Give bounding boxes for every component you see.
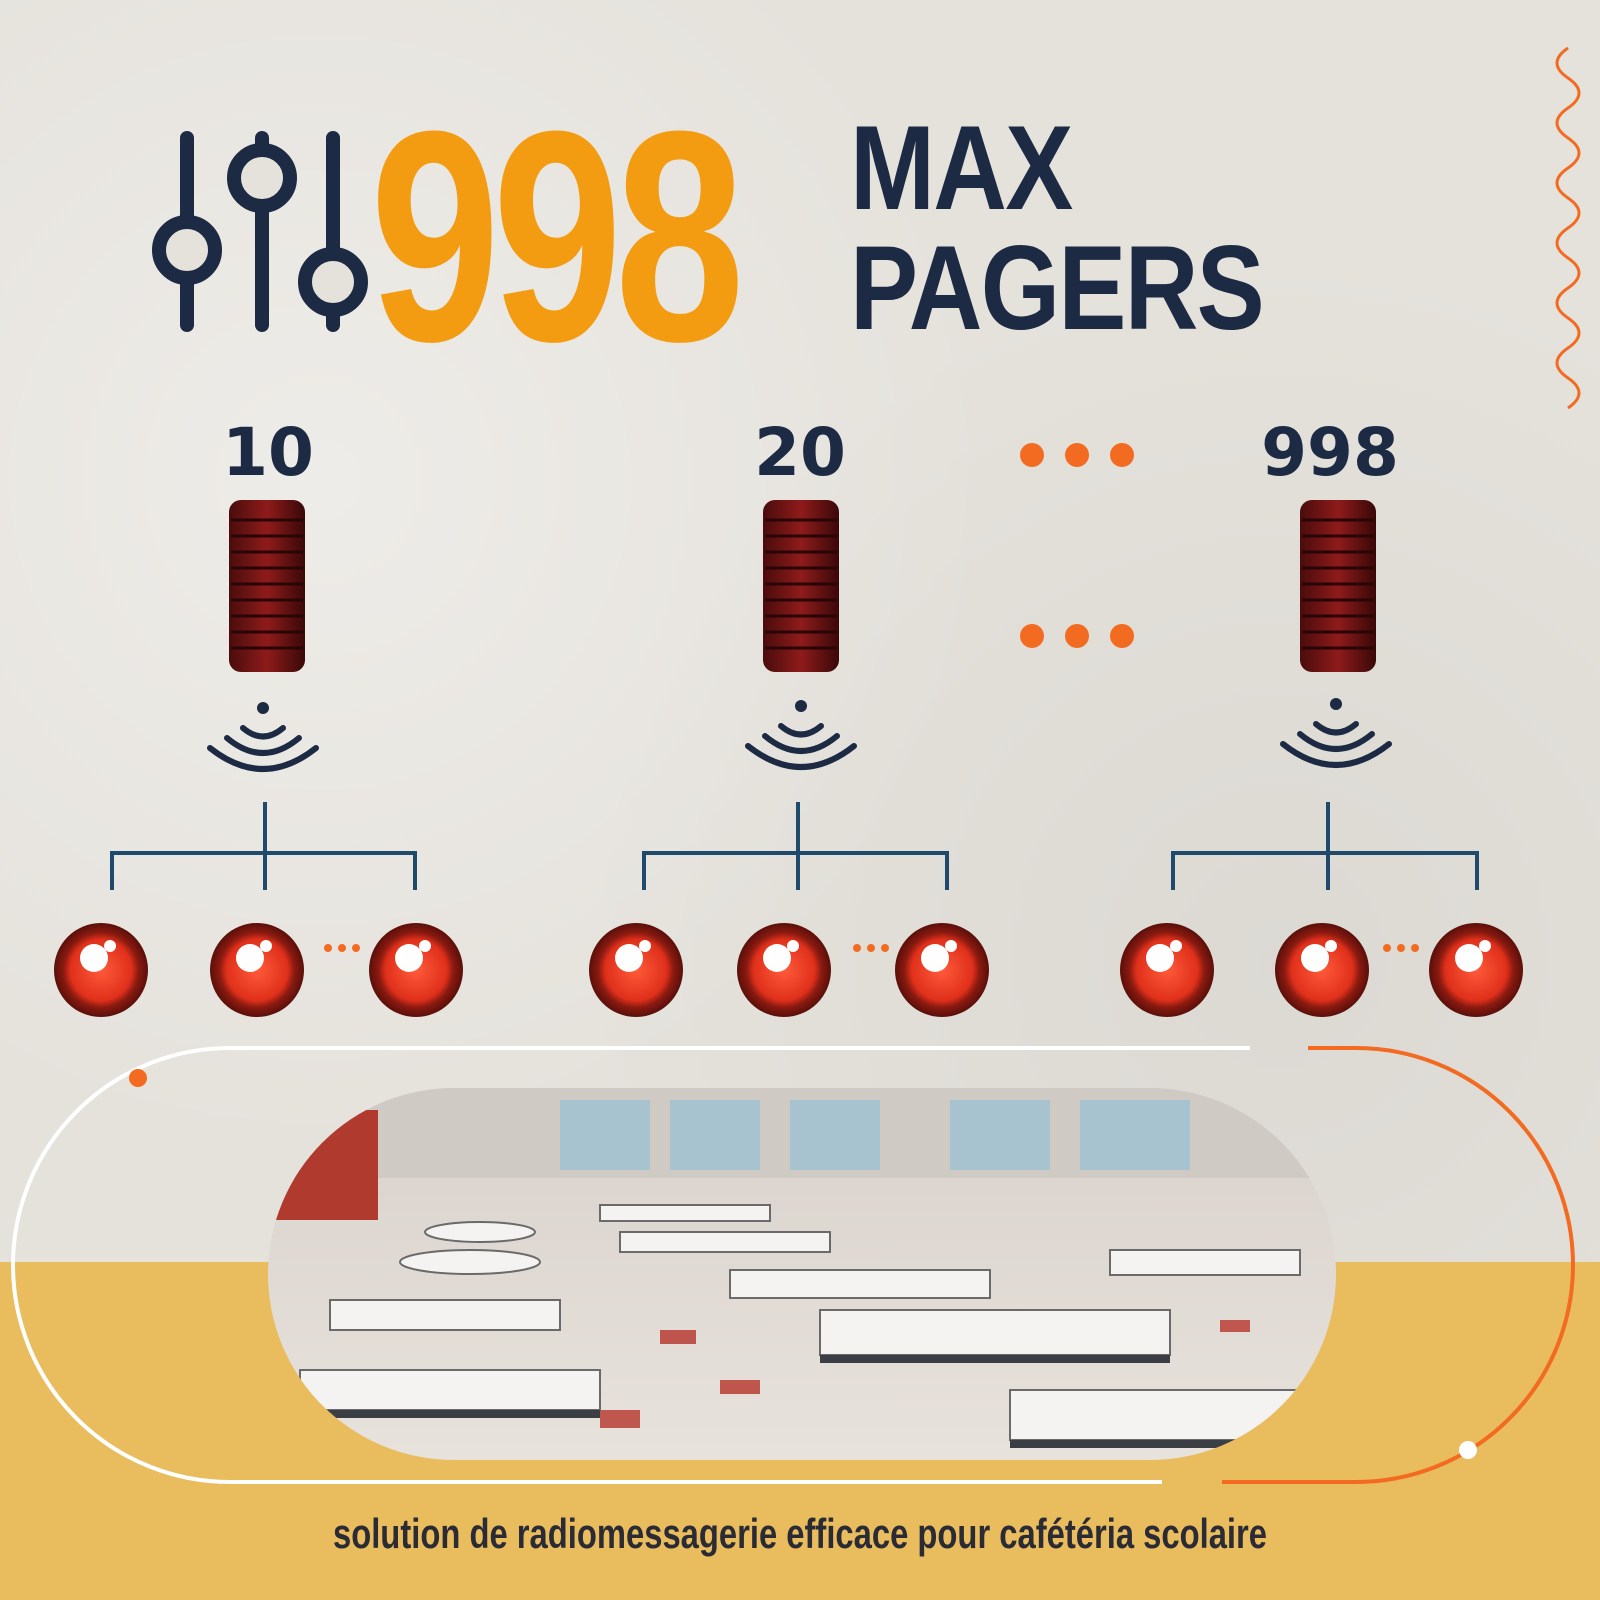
coaster-pager-3-2 [1275,923,1369,1017]
max-pagers-number: 998 [370,68,745,404]
wireless-signal-icon-2 [745,700,857,770]
headline-line-2: PAGERS [850,221,1265,355]
ellipsis-dots-upper [1020,443,1134,467]
pager-stack-1 [229,500,305,672]
column-label-1: 10 [222,414,314,491]
ellipsis-dots-lower [1020,624,1134,648]
connector-tree-3 [1171,802,1479,890]
pager-stack-3 [1300,500,1376,672]
coaster-pager-1-1 [54,923,148,1017]
coaster-pager-2-2 [737,923,831,1017]
orange-dot-marker [129,1069,147,1087]
coaster-pager-1-3 [369,923,463,1017]
sliders-icon [152,131,368,332]
coaster-pager-2-3 [895,923,989,1017]
coaster-pager-3-1 [1120,923,1214,1017]
connector-tree-2 [642,802,949,890]
wavy-line-decoration [1555,46,1581,410]
pager-stack-2 [763,500,839,672]
wireless-signal-icon-1 [207,702,319,772]
connector-tree-1 [110,802,417,890]
coaster-ellipsis-2 [853,944,889,952]
orange-outline-frame [1222,1046,1575,1484]
coaster-pager-2-1 [589,923,683,1017]
column-label-2: 20 [754,414,846,491]
column-label-3: 998 [1261,414,1399,491]
coaster-ellipsis-3 [1383,944,1419,952]
bottom-caption: solution de radiomessagerie efficace pou… [332,1510,1268,1557]
white-dot-marker [1459,1441,1477,1459]
coaster-pager-3-3 [1429,923,1523,1017]
wireless-signal-icon-3 [1280,698,1392,768]
cafeteria-photo [268,1088,1336,1460]
coaster-ellipsis-1 [324,944,360,952]
coaster-pager-1-2 [210,923,304,1017]
headline-line-1: MAX [850,101,1073,235]
